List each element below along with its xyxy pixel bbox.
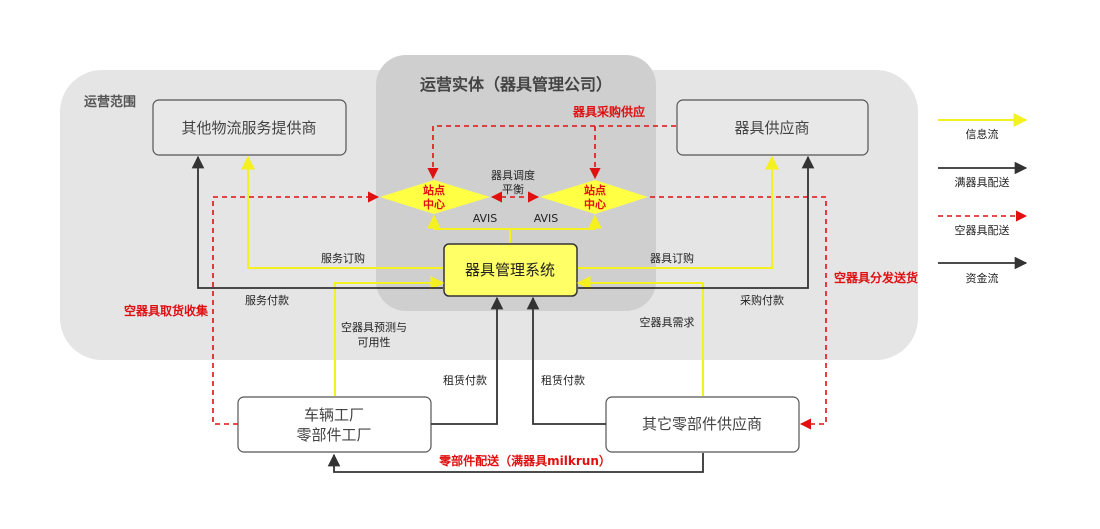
empty-pickup-label: 空器具取货收集 [124, 303, 209, 318]
rent-pay-left-label: 租赁付款 [443, 373, 487, 387]
forecast-flow [334, 276, 445, 396]
dispatch-balance-label-1: 器具调度 [491, 168, 535, 182]
avis-info-flow [427, 214, 602, 243]
rent-pay-right-label: 租赁付款 [541, 373, 585, 387]
station-right-label-2: 中心 [584, 197, 606, 211]
purchase-payment-label: 采购付款 [740, 293, 784, 307]
station-center-left: 站点 中心 [380, 180, 490, 214]
service-payment-label: 服务付款 [245, 293, 289, 307]
forecast-label-2: 可用性 [358, 335, 391, 349]
empty-demand-flow [576, 276, 704, 396]
service-payment-flow [191, 155, 443, 289]
empty-pickup-flow [212, 191, 380, 425]
management-system-node: 器具管理系统 [443, 243, 578, 297]
parts-delivery-flow [327, 453, 704, 473]
other-parts-supplier-node: 其它零部件供应商 [605, 396, 800, 453]
legend-info-label: 信息流 [966, 127, 999, 141]
entity-title: 运营实体（器具管理公司） [420, 75, 612, 94]
rent-payment-left-flow [431, 296, 504, 425]
legend: 信息流 满器具配送 空器具配送 资金流 [938, 113, 1028, 285]
station-left-label-1: 站点 [423, 183, 445, 197]
empty-demand-label: 空器具需求 [640, 315, 695, 329]
vehicle-factory-label-1: 车辆工厂 [304, 406, 364, 424]
station-left-label-2: 中心 [423, 197, 445, 211]
avis-left-label: AVIS [473, 212, 498, 225]
dispatch-balance-label-2: 平衡 [502, 183, 524, 196]
avis-right-label: AVIS [534, 212, 559, 225]
empty-distribute-flow [650, 196, 827, 430]
equip-order-label: 器具订购 [650, 251, 694, 265]
legend-fund-label: 资金流 [966, 271, 999, 285]
management-system-label: 器具管理系统 [465, 261, 555, 279]
equipment-supplier-label: 器具供应商 [734, 119, 809, 137]
station-center-right: 站点 中心 [540, 180, 648, 214]
legend-empty-label: 空器具配送 [955, 223, 1010, 237]
forecast-label-1: 空器具预测与 [341, 320, 407, 334]
legend-full-label: 满器具配送 [955, 175, 1010, 189]
service-order-label: 服务订购 [321, 251, 365, 265]
equipment-supplier-node: 器具供应商 [676, 99, 869, 156]
scope-title: 运营范围 [84, 94, 136, 110]
purchase-payment-flow [578, 155, 815, 289]
procure-supply-flow [427, 125, 676, 180]
parts-delivery-label: 零部件配送（满器具milkrun） [438, 453, 611, 468]
other-parts-supplier-label: 其它零部件供应商 [642, 415, 762, 433]
service-order-flow [241, 155, 443, 269]
station-right-label-1: 站点 [584, 183, 606, 197]
rent-payment-right-flow [526, 296, 606, 425]
vehicle-factory-label-2: 零部件工厂 [296, 426, 371, 444]
equip-order-flow [578, 155, 779, 269]
procure-supply-label: 器具采购供应 [572, 104, 645, 119]
logistics-provider-node: 其他物流服务提供商 [152, 99, 347, 156]
vehicle-factory-node: 车辆工厂 零部件工厂 [237, 396, 432, 453]
empty-distribute-label: 空器具分发送货 [834, 270, 918, 285]
logistics-provider-label: 其他物流服务提供商 [181, 119, 316, 137]
